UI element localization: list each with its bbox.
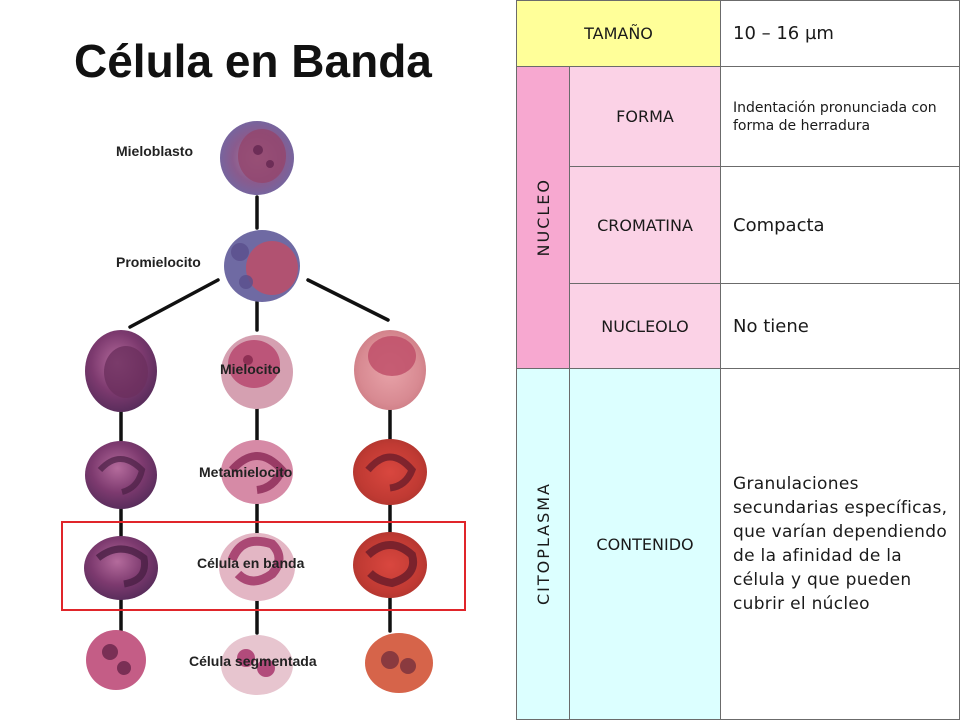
lineage-connectors <box>119 195 392 635</box>
cell-metamielocito-center <box>221 440 293 504</box>
forma-label: FORMA <box>569 66 721 167</box>
cell-mielocito-left <box>85 330 157 412</box>
nucleolo-label: NUCLEOLO <box>569 283 721 369</box>
page-title: Célula en Banda <box>74 35 432 87</box>
cell-mielocito-center <box>221 335 293 409</box>
cell-metamielocito-left <box>85 441 157 509</box>
size-label: TAMAÑO <box>516 0 721 67</box>
label-mieloblasto: Mieloblasto <box>116 143 194 159</box>
cell-banda-left <box>84 536 158 600</box>
cell-segmentada-center <box>221 635 293 695</box>
label-metamielocito: Metamielocito <box>199 464 293 480</box>
label-promielocito: Promielocito <box>116 254 201 270</box>
banda-highlight-box <box>61 521 466 611</box>
cell-lineage-diagram <box>84 121 433 695</box>
cell-mielocito-right <box>354 330 426 410</box>
cell-segmentada-left <box>86 630 146 690</box>
citoplasma-section: CITOPLASMA <box>516 368 570 720</box>
label-segmentada: Célula segmentada <box>189 653 317 669</box>
nucleo-section: NUCLEO <box>516 66 570 369</box>
cell-metamielocito-right <box>353 439 427 505</box>
label-banda: Célula en banda <box>197 555 305 571</box>
cell-banda-center <box>219 533 295 601</box>
cell-segmentada-right <box>365 633 433 693</box>
citoplasma-label: CITOPLASMA <box>533 482 553 606</box>
cell-banda-right <box>353 532 427 598</box>
cromatina-label: CROMATINA <box>569 166 721 284</box>
contenido-label: CONTENIDO <box>569 368 721 720</box>
cromatina-value: Compacta <box>720 166 960 284</box>
nucleo-label: NUCLEO <box>533 178 553 257</box>
forma-value: Indentación pronunciada con forma de her… <box>720 66 960 167</box>
nucleolo-value: No tiene <box>720 283 960 369</box>
cell-mieloblasto <box>220 121 294 195</box>
size-value: 10 – 16 µm <box>720 0 960 67</box>
label-mielocito: Mielocito <box>220 361 281 377</box>
cell-promielocito <box>224 230 300 302</box>
contenido-value: Granulaciones secundarias específicas, q… <box>720 368 960 720</box>
